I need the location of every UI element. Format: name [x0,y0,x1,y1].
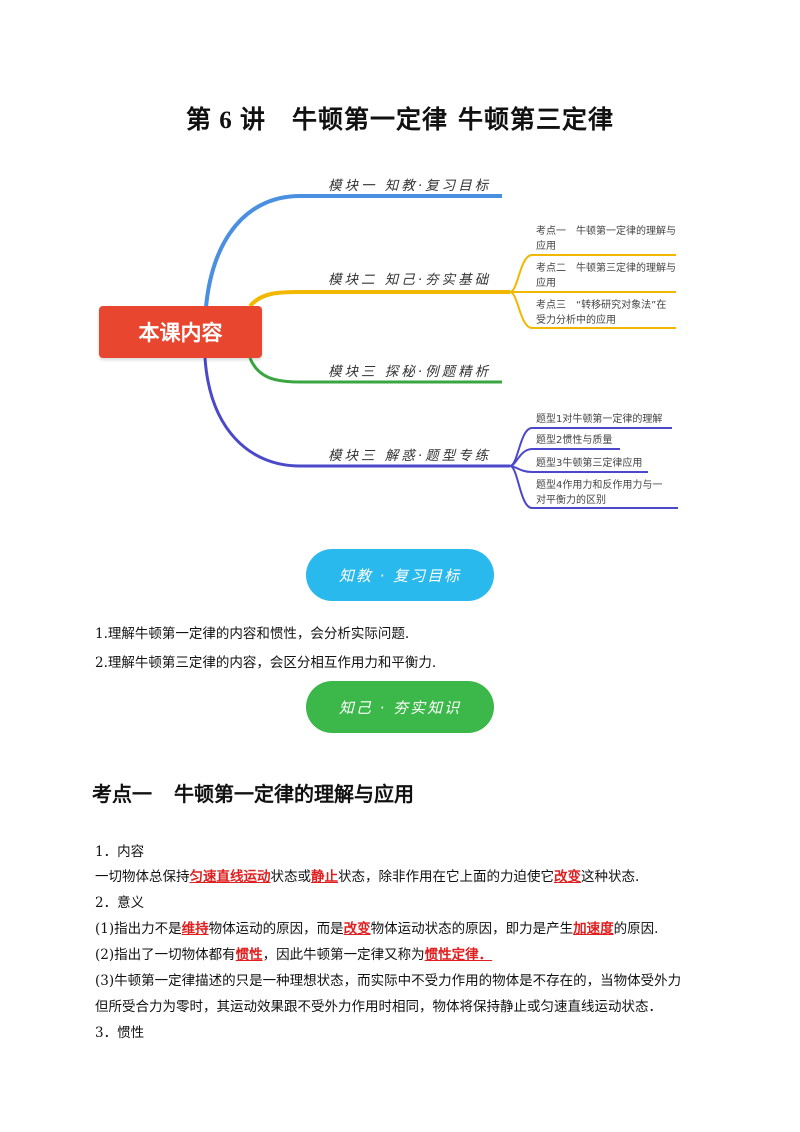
heading-meaning: 2．意义 [95,895,145,911]
paragraph-meaning-2: (2)指出了一切物体都有惯性，因此牛顿第一定律又称为惯性定律． [95,947,493,963]
leaf-4-2: 题型2惯性与质量 [536,435,613,446]
lecture-number: 第 6 讲 [185,107,266,134]
page-title: 第 6 讲牛顿第一定律牛顿第三定律 [0,100,800,136]
sub-line-2-1 [509,254,676,293]
mindmap-connectors [203,194,678,509]
leaf-2-3: 考点三 “转移研究对象法”在 受力分析中的应用 [536,300,667,326]
branch-label-4: 模块三 解惑·题型专练 [328,448,492,464]
branch-label-1: 模块一 知教·复习目标 [328,178,492,194]
heading-content: 1．内容 [95,844,145,860]
sub-line-4-4 [509,465,678,509]
goal-2: 2.理解牛顿第三定律的内容，会区分相互作用力和平衡力. [95,655,437,671]
branch-line-3 [248,357,502,384]
section-heading: 考点一牛顿第一定律的理解与应用 [92,782,414,806]
leaf-2-2: 考点二 牛顿第三定律的理解与 应用 [536,263,676,289]
heading-inertia: 3．惯性 [95,1025,145,1041]
branch-line-4 [203,357,510,468]
branch-line-1 [203,194,502,331]
mindmap-root: 本课内容 [99,306,262,358]
branch-label-3: 模块三 探秘·例题精析 [328,364,492,380]
leaf-2-1: 考点一 牛顿第一定律的理解与 应用 [536,226,676,252]
goal-1: 1.理解牛顿第一定律的内容和惯性，会分析实际问题. [95,626,410,642]
paragraph-meaning-1: (1)指出力不是维持物体运动的原因，而是改变物体运动状态的原因，即力是产生加速度… [95,921,659,937]
leaf-4-3: 题型3牛顿第三定律应用 [536,458,643,469]
leaf-4-4: 题型4作用力和反作用力与一 对平衡力的区别 [536,480,663,506]
branch-label-2: 模块二 知己·夯实基础 [328,272,492,288]
sub-line-2-3 [509,291,676,329]
branch-line-2 [248,290,510,308]
goals-banner: 知教 · 复习目标 [306,549,494,601]
paragraph-content: 一切物体总保持匀速直线运动状态或静止状态，除非作用在它上面的力迫使它改变这种状态… [95,869,640,885]
title-part-2: 牛顿第三定律 [458,105,615,134]
basics-banner: 知己 · 夯实知识 [306,681,494,733]
paragraph-meaning-3b: 但所受合力为零时，其运动效果跟不受外力作用时相同，物体将保持静止或匀速直线运动状… [95,999,662,1015]
paragraph-meaning-3a: (3)牛顿第一定律描述的只是一种理想状态，而实际中不受力作用的物体是不存在的，当… [95,973,682,989]
leaf-4-1: 题型1对牛顿第一定律的理解 [536,414,663,425]
title-part-1: 牛顿第一定律 [291,105,448,134]
